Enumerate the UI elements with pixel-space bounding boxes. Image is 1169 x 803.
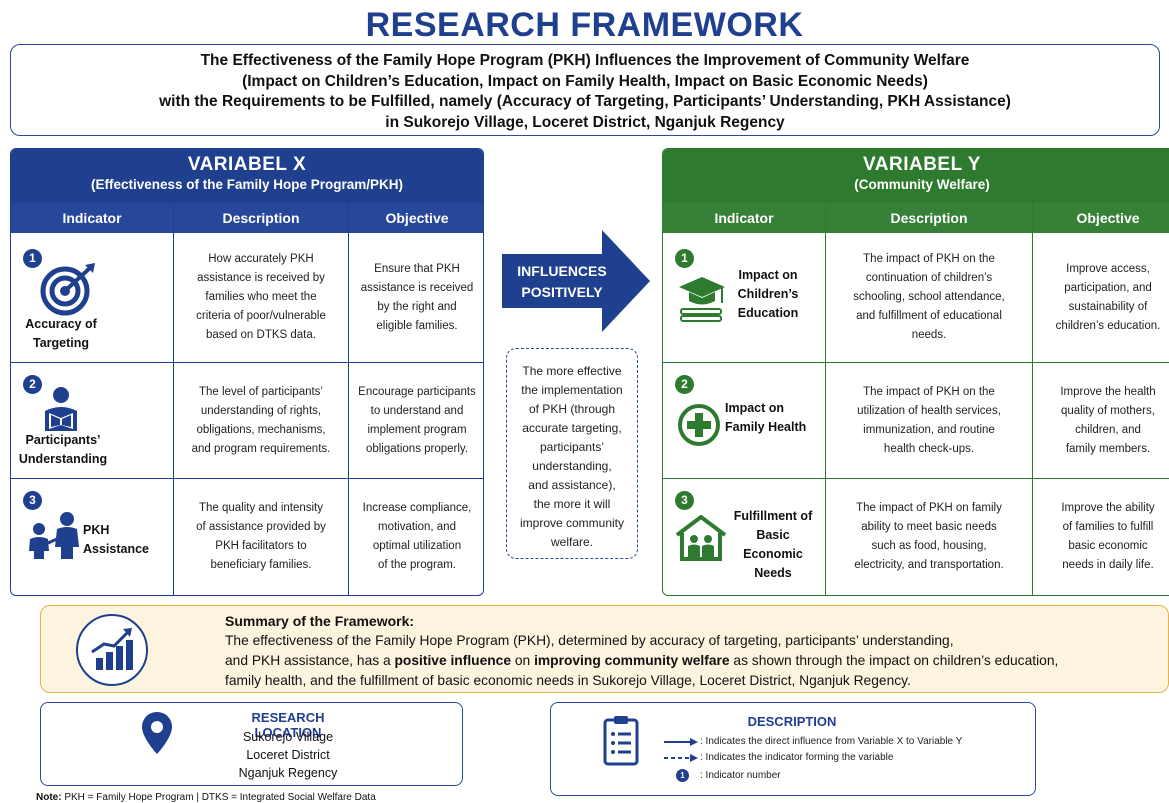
legend-title: DESCRIPTION	[747, 714, 837, 729]
variable-x-panel: VARIABEL X (Effectiveness of the Family …	[10, 148, 484, 596]
research-location-box	[40, 702, 463, 786]
description-cell: The impact of PKH on family ability to m…	[854, 502, 1004, 571]
footnote: Note: PKH = Family Hope Program | DTKS =…	[36, 792, 376, 803]
research-location-title: RESEARCH LOCATION	[251, 710, 325, 740]
dashed-arrow-icon	[664, 754, 698, 762]
framework-statement: The Effectiveness of the Family Hope Pro…	[10, 44, 1160, 136]
indicator-label: PKH Assistance	[83, 523, 150, 556]
variable-y-subtitle: (Community Welfare)	[854, 177, 990, 192]
variable-x-header: VARIABEL X (Effectiveness of the Family …	[11, 149, 483, 203]
legend-box	[550, 702, 1036, 796]
target-icon	[40, 263, 95, 316]
statement-line: (Impact on Children’s Education, Impact …	[242, 72, 928, 90]
column-header-indicator: Indicator	[11, 203, 173, 233]
summary-icon-frame	[76, 614, 148, 686]
legend-item: : Indicates the direct influence from Va…	[700, 736, 963, 747]
column-divider	[348, 203, 349, 595]
row-divider	[11, 478, 483, 479]
row-divider	[663, 362, 1169, 363]
objective-cell: Increase compliance, motivation, and opt…	[362, 502, 472, 571]
statement-line: in Sukorejo Village, Loceret District, N…	[385, 113, 785, 131]
indicator-number-badge: 3	[23, 491, 42, 510]
column-divider	[173, 203, 174, 595]
indicator-number-badge: 1	[675, 249, 694, 268]
description-cell: The quality and intensity of assistance …	[196, 502, 326, 571]
column-header-objective: Objective	[1033, 203, 1169, 233]
summary-box	[40, 605, 1169, 693]
variable-y-title: VARIABEL Y	[863, 154, 981, 175]
row-divider	[663, 478, 1169, 479]
variable-x-subtitle: (Effectiveness of the Family Hope Progra…	[90, 177, 404, 192]
indicator-label: Participants’ Understanding	[18, 433, 108, 466]
column-divider	[1032, 203, 1033, 595]
indicator-number-badge: 1	[23, 249, 42, 268]
objective-cell: Ensure that PKH assistance is received b…	[360, 262, 474, 332]
reader-icon	[45, 387, 77, 431]
objective-cell: Improve the health quality of mothers, c…	[1060, 385, 1156, 455]
location-line: Nganjuk Regency	[238, 766, 338, 780]
indicator-label: Accuracy of Targeting	[25, 317, 97, 350]
description-cell: How accurately PKH assistance is receive…	[196, 253, 326, 341]
summary-title: Summary of the Framework:	[225, 613, 415, 629]
indicator-number-badge: 2	[675, 375, 694, 394]
influence-label: INFLUENCES POSITIVELY	[517, 263, 607, 300]
indicator-label: Impact on Children’s Education	[737, 268, 799, 320]
page-title: RESEARCH FRAMEWORK	[365, 6, 804, 44]
family-house-icon	[675, 515, 727, 561]
objective-cell: Improve the ability of families to fulfi…	[1061, 502, 1155, 571]
medical-cross-icon	[678, 404, 720, 446]
growth-chart-icon	[90, 627, 133, 670]
variable-y-header: VARIABEL Y (Community Welfare)	[663, 149, 1169, 203]
column-header-description: Description	[174, 203, 348, 233]
parent-child-icon	[29, 512, 79, 559]
column-header-objective: Objective	[349, 203, 483, 233]
indicator-number-badge: 3	[675, 491, 694, 510]
objective-cell: Encourage participants to understand and…	[358, 385, 476, 455]
location-line: Loceret District	[246, 748, 330, 762]
location-line: Sukorejo Village	[242, 730, 334, 744]
indicator-label: Impact on Family Health	[725, 401, 807, 434]
influence-arrow: INFLUENCES POSITIVELY	[502, 230, 650, 332]
description-cell: The impact of PKH on the utilization of …	[857, 385, 1001, 455]
column-header-description: Description	[826, 203, 1032, 233]
statement-line: with the Requirements to be Fulfilled, n…	[159, 93, 1011, 110]
indicator-label: Fulfillment of Basic Economic Needs	[733, 509, 813, 580]
description-cell: The impact of PKH on the continuation of…	[853, 253, 1005, 341]
legend-number-badge: 1	[676, 769, 689, 782]
graduation-cap-icon	[679, 277, 725, 322]
legend-item: : Indicates the indicator forming the va…	[700, 752, 894, 763]
indicator-number-badge: 2	[23, 375, 42, 394]
variable-x-title: VARIABEL X	[187, 154, 307, 175]
objective-cell: Improve access, participation, and susta…	[1055, 262, 1161, 332]
solid-arrow-icon	[664, 738, 698, 746]
right-arrow-icon	[502, 230, 650, 332]
column-header-indicator: Indicator	[663, 203, 825, 233]
summary-text: The effectiveness of the Family Hope Pro…	[225, 633, 1059, 688]
row-divider	[11, 362, 483, 363]
legend-item: : Indicator number	[700, 770, 781, 781]
map-pin-icon	[142, 712, 172, 754]
influence-explanation: The more effective the implementation of…	[506, 348, 638, 559]
statement-line: The Effectiveness of the Family Hope Pro…	[200, 52, 970, 69]
variable-y-panel: VARIABEL Y (Community Welfare) Indicator…	[662, 148, 1169, 596]
description-cell: The level of participants’ understanding…	[191, 385, 331, 455]
column-divider	[825, 203, 826, 595]
clipboard-icon	[603, 716, 639, 766]
